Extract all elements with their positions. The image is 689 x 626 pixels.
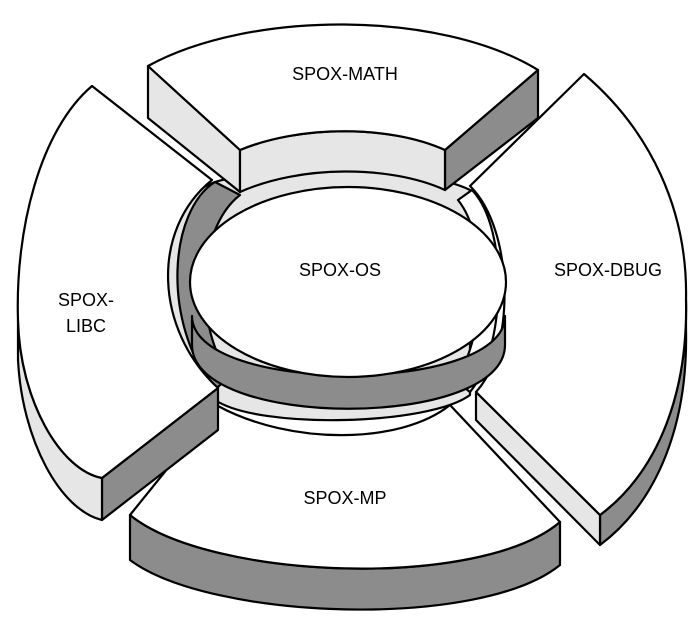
segment-spox-mp[interactable]: SPOX-MP xyxy=(128,403,562,611)
segment-label-spox-libc-line2: LIBC xyxy=(66,316,106,336)
segment-spox-libc[interactable]: SPOX- LIBC xyxy=(16,84,220,522)
segment-label-spox-math: SPOX-MATH xyxy=(292,64,398,84)
segment-label-spox-libc-line1: SPOX- xyxy=(58,290,114,310)
center-spox-os[interactable]: SPOX-OS xyxy=(188,185,508,410)
center-label-spox-os: SPOX-OS xyxy=(299,260,381,280)
segment-label-spox-dbug: SPOX-DBUG xyxy=(554,260,662,280)
segment-spox-math[interactable]: SPOX-MATH xyxy=(146,23,540,194)
segment-label-spox-mp: SPOX-MP xyxy=(303,488,386,508)
